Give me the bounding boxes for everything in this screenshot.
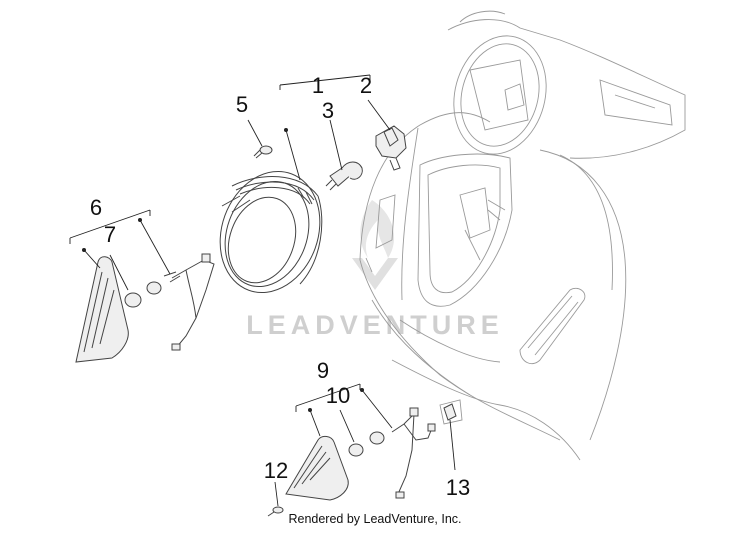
clip-part-13 (443, 403, 457, 421)
callout-7: 7 (104, 222, 116, 247)
socket-part-2 (375, 125, 407, 171)
callout-10: 10 (326, 383, 350, 408)
callout-13: 13 (446, 475, 470, 500)
callout-6: 6 (90, 195, 102, 220)
left-turn-signal-lens-part-6 (75, 256, 129, 363)
callout-2: 2 (360, 73, 372, 98)
callout-leaders (69, 74, 456, 507)
watermark-text: LEADVENTURE (246, 310, 504, 340)
right-turn-signal-lens (285, 435, 349, 501)
callout-labels: 1 2 3 5 6 7 9 10 12 13 (90, 73, 470, 500)
turn-signal-bulb-part-10 (348, 431, 385, 457)
footer-credit: Rendered by LeadVenture, Inc. (288, 512, 462, 526)
callout-1: 1 (312, 73, 324, 98)
left-wiring-harness (163, 253, 215, 351)
right-wiring-harness (391, 407, 436, 499)
bulb-part-3 (325, 161, 363, 191)
turn-signal-bulb-part-7 (124, 281, 162, 308)
callout-3: 3 (322, 98, 334, 123)
callout-12: 12 (264, 458, 288, 483)
screw-part-5 (253, 145, 273, 159)
headlamp-housing-part-1 (219, 170, 323, 294)
screw-part-12 (267, 506, 284, 517)
callout-9: 9 (317, 358, 329, 383)
callout-5: 5 (236, 92, 248, 117)
leadventure-watermark: LEADVENTURE (246, 200, 504, 340)
scooter-front-body (359, 10, 686, 461)
